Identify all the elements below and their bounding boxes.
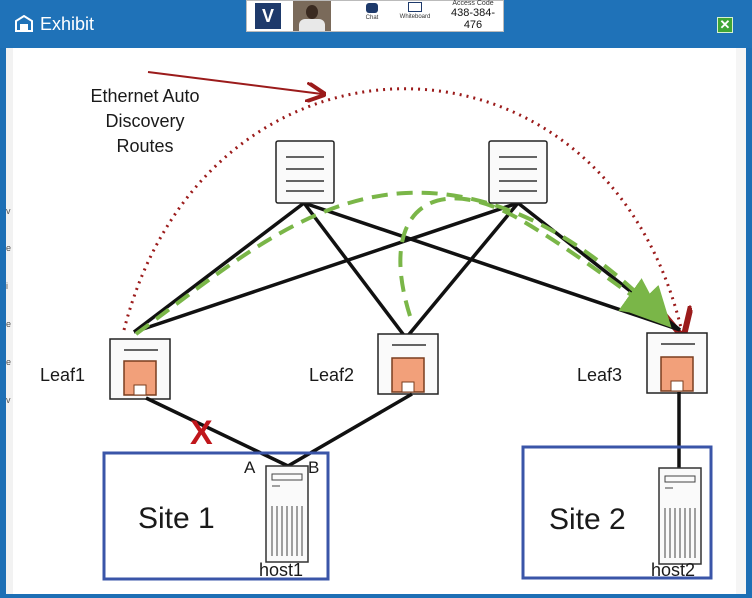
whiteboard-button[interactable]: Whiteboard	[397, 1, 433, 31]
side-fragment: v	[6, 206, 11, 216]
access-code: Access Code 438-384-476	[443, 0, 503, 31]
host2-label: host2	[651, 560, 695, 580]
spine-switch-2	[488, 140, 548, 204]
annotation-line-2: Discovery	[105, 111, 184, 131]
chat-label: Chat	[365, 15, 379, 21]
annotation-line-3: Routes	[116, 136, 173, 156]
ad-route-arc	[122, 87, 682, 332]
close-button[interactable]: ✕	[717, 17, 733, 33]
host2-server	[658, 467, 702, 565]
left-edge-strip: v e i e e v	[6, 48, 13, 594]
fabric-links	[132, 201, 682, 340]
close-icon: ✕	[719, 17, 731, 32]
spine-switch-1	[275, 140, 335, 204]
site2-label: Site 2	[549, 503, 626, 536]
app-logo: V	[255, 3, 281, 29]
annotation-pointer	[147, 71, 322, 94]
leaf2-label: Leaf2	[309, 365, 354, 385]
scrollbar[interactable]	[736, 48, 746, 594]
side-fragment: e	[6, 243, 12, 253]
exhibit-content: v e i e e v Ethernet Auto Discovery	[6, 48, 746, 594]
host1-server	[265, 465, 309, 563]
leaf2-switch	[377, 333, 439, 395]
link-a-label: A	[244, 458, 256, 477]
side-fragment: e	[6, 319, 12, 329]
exhibit-icon	[15, 15, 33, 32]
whiteboard-icon	[408, 2, 422, 12]
link-b	[287, 392, 413, 468]
site1-box	[102, 451, 330, 581]
leaf3-switch	[646, 332, 708, 394]
meeting-toolbar: V Chat Whiteboard Access Code 438-384-47…	[246, 0, 504, 32]
presenter-body	[299, 19, 325, 31]
link-failure-mark: X	[190, 414, 213, 452]
access-code-label: Access Code	[452, 0, 494, 7]
annotation-line-1: Ethernet Auto	[90, 86, 199, 106]
site2-box	[521, 445, 713, 580]
site1-label: Site 1	[138, 502, 215, 535]
side-fragment: e	[6, 357, 12, 367]
presenter-head	[306, 5, 318, 19]
whiteboard-label: Whiteboard	[399, 14, 431, 20]
side-fragment: v	[6, 395, 11, 405]
access-code-value: 438-384-476	[450, 7, 496, 31]
leaf1-switch	[109, 338, 171, 400]
chat-button[interactable]: Chat	[360, 1, 384, 31]
evpn-diagram: Ethernet Auto Discovery Routes	[40, 71, 713, 581]
chat-icon	[366, 3, 378, 13]
presenter-video[interactable]	[293, 1, 331, 31]
window-title: Exhibit	[40, 14, 95, 34]
leaf3-label: Leaf3	[577, 365, 622, 385]
link-a	[145, 396, 289, 468]
link-b-label: B	[308, 458, 319, 477]
leaf1-label: Leaf1	[40, 365, 85, 385]
evpn-routes	[134, 190, 672, 336]
side-fragment: i	[6, 281, 8, 291]
host1-label: host1	[259, 560, 303, 580]
